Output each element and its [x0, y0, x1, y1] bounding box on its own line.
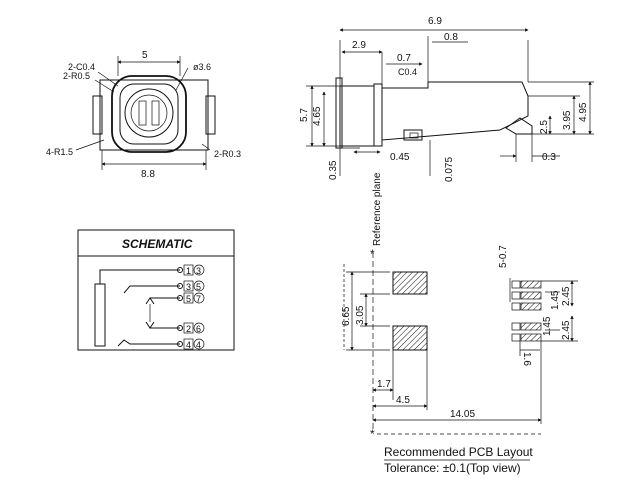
pin-label: 4 — [196, 340, 201, 350]
schematic-wire-2 — [145, 321, 180, 329]
pcb-245-top-label: 2.45 — [561, 286, 572, 306]
front-view — [75, 56, 216, 170]
side-0075-label: 0.075 — [444, 157, 455, 182]
side-395-label: 3.95 — [562, 110, 573, 130]
front-contact-left — [138, 100, 147, 126]
side-08-label: 0.8 — [444, 32, 458, 43]
reference-marker-top: * — [370, 247, 375, 261]
pcb-245-bottom-label: 2.45 — [561, 320, 572, 340]
front-housing — [111, 75, 187, 153]
front-chamfer-label: 2-C0.4 — [68, 62, 95, 72]
front-hole-inner — [130, 94, 168, 132]
pcb-layout: * * — [343, 247, 578, 441]
front-hole-circle — [124, 88, 174, 138]
side-035-label: 0.35 — [328, 160, 339, 180]
side-front-flange — [339, 85, 375, 147]
pcb-305-label: 3.05 — [355, 305, 366, 325]
side-view — [306, 28, 594, 176]
pcb-16-label: 1.6 — [521, 352, 532, 366]
front-width-top-label: 5 — [142, 50, 148, 61]
pin-label: 5 — [196, 282, 201, 292]
pcb-pad-top — [392, 271, 428, 295]
side-overall-label: 6.9 — [428, 16, 442, 27]
side-25-label: 2.5 — [539, 120, 550, 134]
side-465-label: 4.65 — [312, 106, 323, 126]
pin-label: 5 — [186, 294, 191, 304]
schematic-sleeve-body — [94, 283, 106, 347]
schematic-frame — [77, 229, 235, 351]
pcb-pin-pad — [520, 322, 542, 331]
pin-box — [183, 264, 194, 276]
pcb-145-bottom-label: 1.45 — [542, 316, 553, 336]
side-495-label: 4.95 — [578, 102, 589, 122]
schematic-wire-4 — [117, 339, 180, 347]
pcb-pin-pads — [511, 280, 542, 342]
pcb-145-top-label: 1.45 — [550, 290, 561, 310]
pin-label: 6 — [196, 324, 201, 334]
pcb-pin-pad — [520, 302, 542, 311]
front-radius-top-label: 2-R0.5 — [63, 71, 90, 81]
side-bottom-terminal-inner — [409, 132, 419, 139]
pin-label: 3 — [196, 266, 201, 276]
pcb-pin-pad — [520, 280, 542, 289]
front-body-outline — [99, 79, 209, 151]
schematic-title: SCHEMATIC — [122, 237, 193, 251]
pcb-pad-bottom — [392, 325, 428, 351]
pin-label: 4 — [186, 340, 191, 350]
front-left-tab — [92, 95, 103, 135]
side-front-step — [373, 83, 383, 147]
schematic-wire-3 — [123, 285, 180, 294]
pcb-pin-pad — [520, 291, 542, 300]
front-right-tab — [205, 95, 216, 135]
pcb-45-label: 4.5 — [396, 395, 410, 406]
front-radius-left-label: 4-R1.5 — [46, 147, 73, 157]
side-body — [381, 81, 529, 141]
pin-label: 1 — [186, 266, 191, 276]
pcb-1405-label: 14.05 — [450, 409, 475, 420]
pcb-5-07-label: 5-0.7 — [498, 245, 509, 268]
side-57-label: 5.7 — [299, 108, 310, 122]
front-inner-ring — [119, 83, 179, 145]
side-045-label: 0.45 — [390, 152, 410, 163]
schematic-wire-1 — [99, 269, 180, 284]
side-bottom-terminal — [403, 129, 423, 141]
pcb-layout-title: Recommended PCB Layout — [384, 445, 533, 459]
pcb-reference-plane-label: Reference plane — [372, 172, 383, 246]
pcb-665-label: 6.65 — [341, 306, 352, 326]
side-07-label: 0.7 — [397, 53, 411, 64]
schematic-box — [77, 229, 235, 351]
side-03-label: 0.3 — [542, 152, 556, 163]
pin-label: 7 — [196, 294, 201, 304]
side-chamfer-label: C0.4 — [398, 67, 417, 77]
pcb-tolerance: Tolerance: ±0.1(Top view) — [384, 461, 521, 475]
pcb-pin-pad — [520, 333, 542, 342]
side-front-lip — [335, 77, 343, 149]
front-width-bottom-label: 8.8 — [141, 169, 155, 180]
schematic-wire-5 — [145, 297, 180, 305]
front-hole-dia-label: ø3.6 — [193, 62, 211, 72]
pin-label: 3 — [186, 282, 191, 292]
pin-label: 2 — [186, 324, 191, 334]
front-radius-right-label: 2-R0.3 — [214, 149, 241, 159]
side-rear-terminal — [505, 117, 533, 135]
schematic-pins: 1 3 3 5 5 7 2 6 4 4 — [177, 264, 205, 350]
pcb-17-label: 1.7 — [377, 379, 391, 390]
reference-marker-bottom: * — [370, 427, 375, 441]
side-29-label: 2.9 — [352, 40, 366, 51]
front-contact-right — [151, 100, 160, 126]
